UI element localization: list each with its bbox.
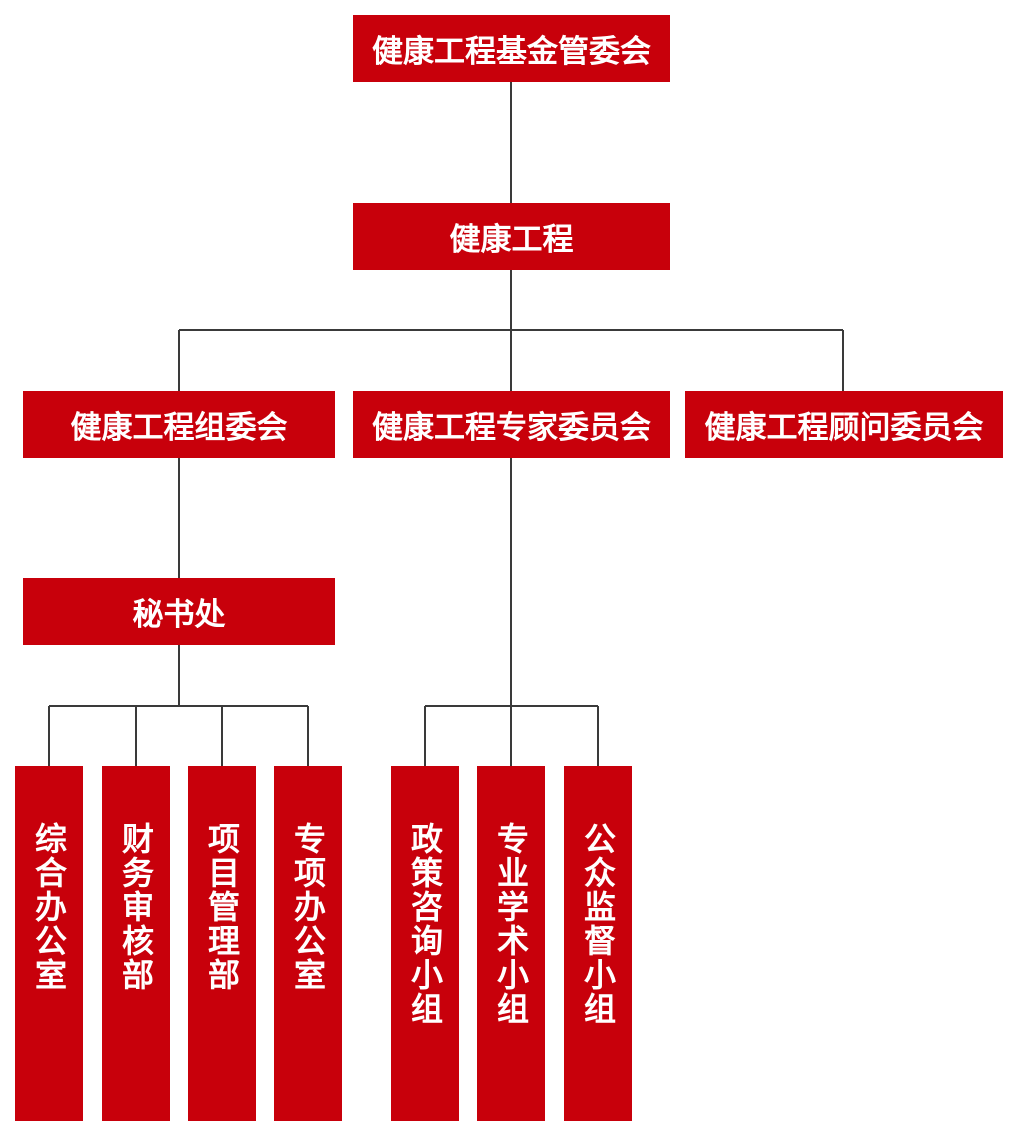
node-main-label: 健康工程 <box>449 222 574 258</box>
node-expert-committee-label: 健康工程专家委员会 <box>372 410 651 446</box>
node-advisor-committee-label: 健康工程顾问委员会 <box>704 410 984 446</box>
node-dept-finance-label: 财务审核部 <box>117 822 155 992</box>
node-secretariat: 秘书处 <box>23 578 335 645</box>
node-dept-project-label: 项目管理部 <box>203 822 241 992</box>
node-root: 健康工程基金管委会 <box>353 15 670 82</box>
node-group-academic: 专业学术小组 <box>477 766 545 1121</box>
node-group-policy-label: 政策咨询小组 <box>406 822 444 1026</box>
node-main: 健康工程 <box>353 203 670 270</box>
node-group-public-label: 公众监督小组 <box>579 822 617 1026</box>
node-expert-committee: 健康工程专家委员会 <box>353 391 670 458</box>
node-dept-project: 项目管理部 <box>188 766 256 1121</box>
node-dept-special: 专项办公室 <box>274 766 342 1121</box>
node-org-committee-label: 健康工程组委会 <box>70 410 288 446</box>
node-org-committee: 健康工程组委会 <box>23 391 335 458</box>
node-root-label: 健康工程基金管委会 <box>372 34 651 70</box>
node-group-public: 公众监督小组 <box>564 766 632 1121</box>
node-group-policy: 政策咨询小组 <box>391 766 459 1121</box>
node-secretariat-label: 秘书处 <box>132 597 226 633</box>
node-dept-special-label: 专项办公室 <box>289 822 327 992</box>
node-dept-finance: 财务审核部 <box>102 766 170 1121</box>
node-group-academic-label: 专业学术小组 <box>492 822 530 1026</box>
node-dept-general: 综合办公室 <box>15 766 83 1121</box>
node-advisor-committee: 健康工程顾问委员会 <box>685 391 1003 458</box>
node-dept-general-label: 综合办公室 <box>30 822 68 992</box>
